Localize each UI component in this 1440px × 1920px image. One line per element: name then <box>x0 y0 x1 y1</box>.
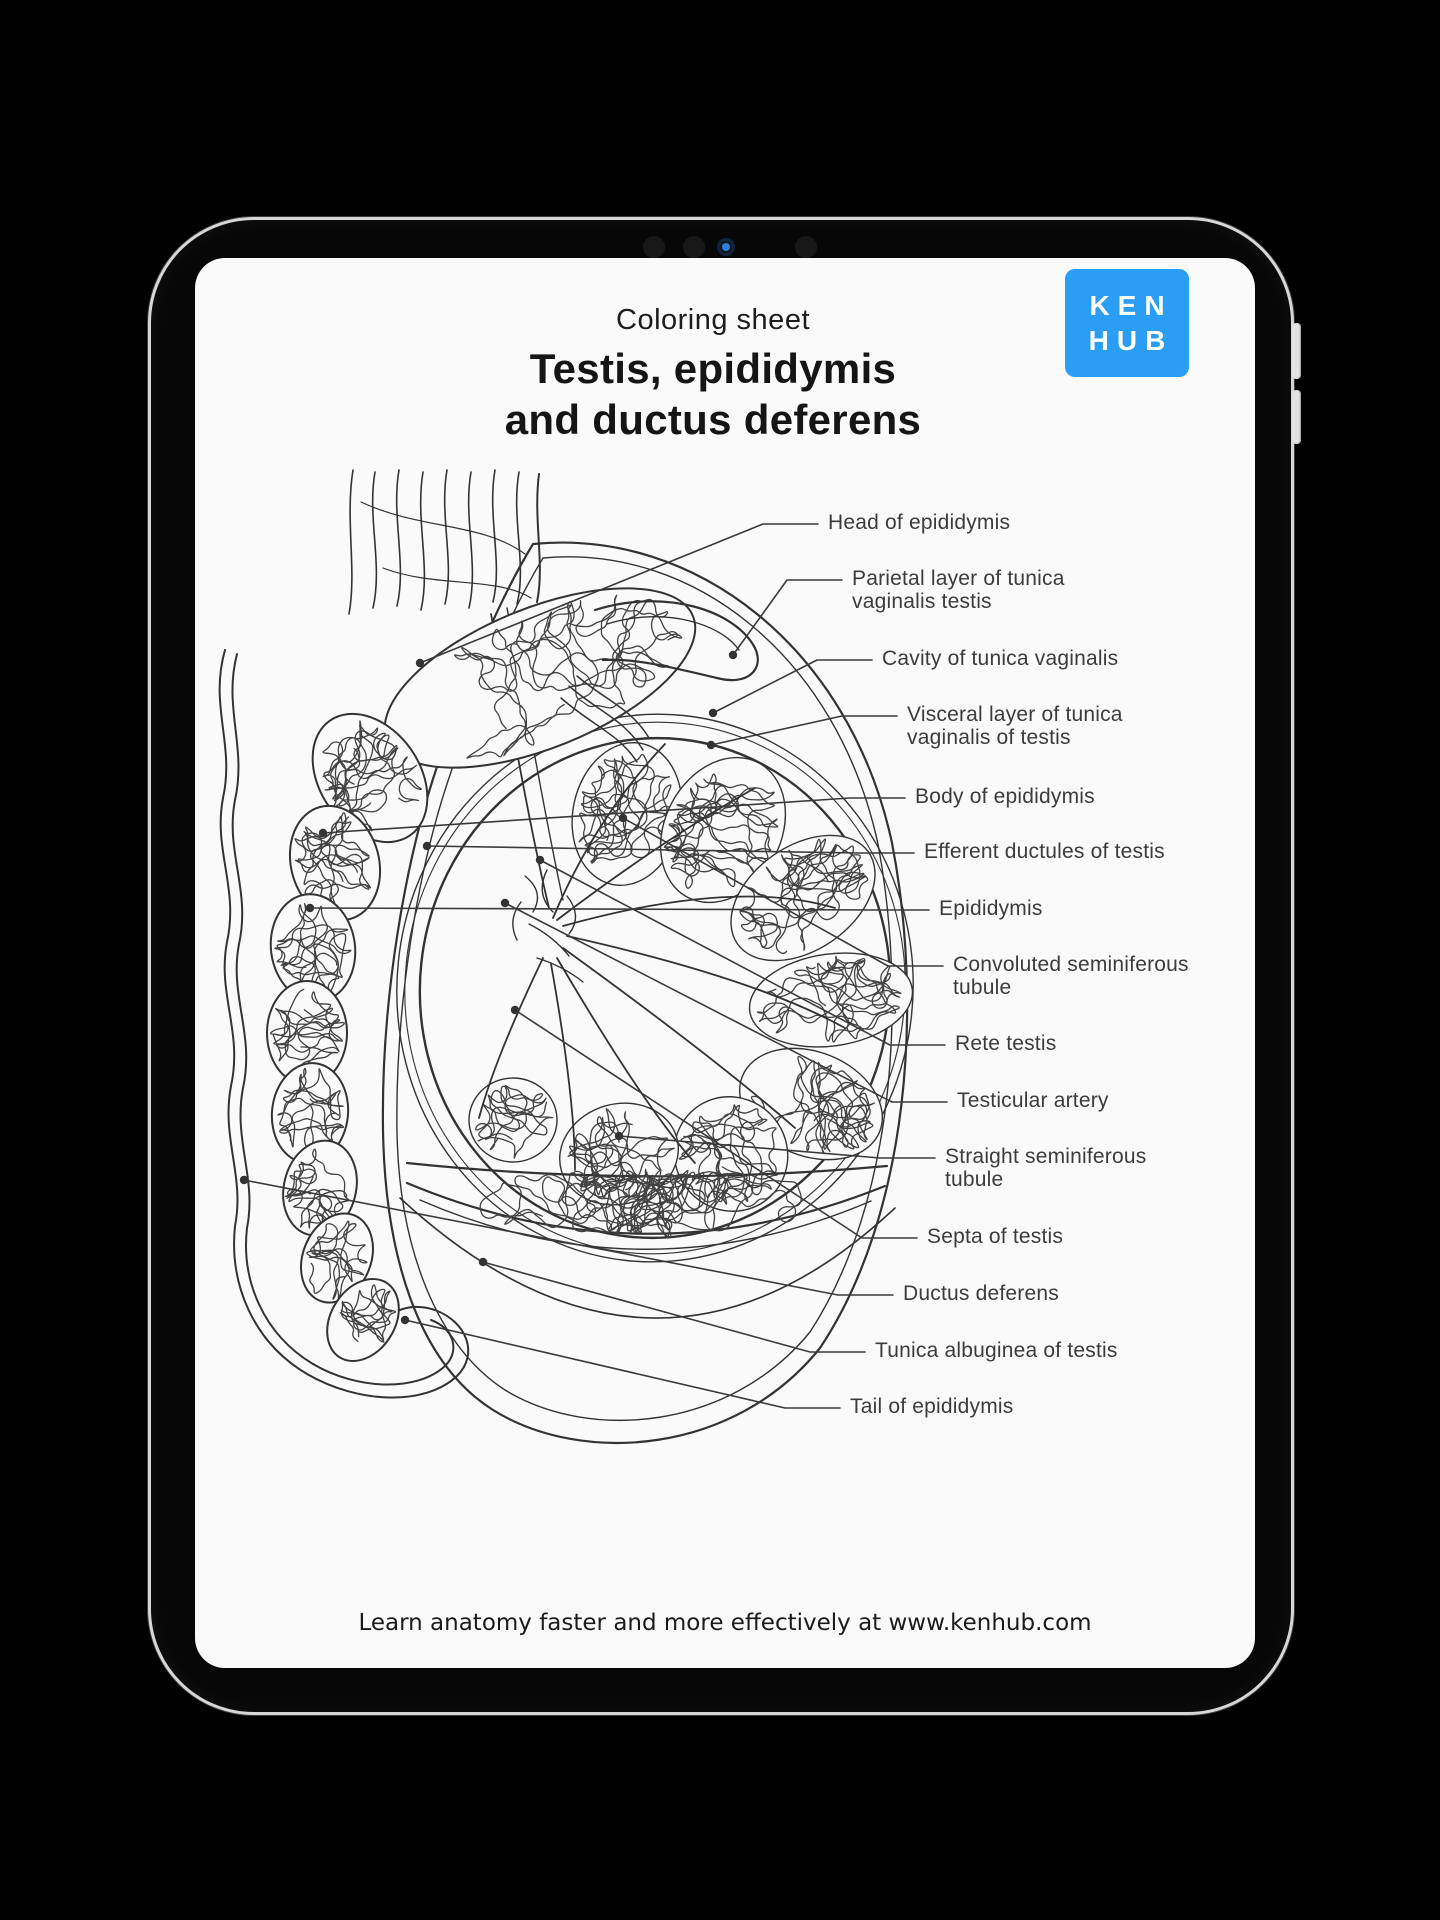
leader-line <box>712 659 873 714</box>
leader-line <box>710 715 898 746</box>
figure-label-head-of-epididymis: Head of epididymis <box>828 511 1011 534</box>
figure-label-septa-of-testis: Septa of testis <box>927 1225 1064 1248</box>
figure-label-straight-tubule: Straight seminiferous tubule <box>945 1145 1147 1191</box>
leader-dots <box>239 650 738 1325</box>
figure-region <box>282 1139 358 1237</box>
figure-label-visceral-layer: Visceral layer of tunica vaginalis of te… <box>907 703 1123 749</box>
figure-label-rete-testis: Rete testis <box>955 1032 1057 1055</box>
leader-line <box>618 1135 936 1159</box>
front-sensor-icon <box>683 236 705 258</box>
leader-line <box>309 907 930 911</box>
figure-label-tunica-albuginea: Tunica albuginea of testis <box>875 1339 1118 1362</box>
figure-label-convoluted-tubule: Convoluted seminiferous tubule <box>953 953 1189 999</box>
figure-region <box>468 1077 558 1163</box>
figure-label-cavity: Cavity of tunica vaginalis <box>882 647 1119 670</box>
title-line-2: and ductus deferens <box>504 396 922 443</box>
figure-label-efferent-ductules: Efferent ductules of testis <box>924 840 1165 863</box>
coloring-sheet-eyebrow: Coloring sheet <box>616 304 810 336</box>
ductus-deferens-drawing <box>218 649 469 1399</box>
figure-label-body-of-epididymis: Body of epididymis <box>915 785 1095 808</box>
logo-text-ken: KEN <box>1089 290 1173 321</box>
cut-surface-band <box>479 1168 802 1239</box>
title-line-1: Testis, epididymis <box>529 345 897 392</box>
tunica-fold-drawing <box>560 600 759 763</box>
figure-region <box>748 952 914 1048</box>
front-sensor-icon <box>643 236 665 258</box>
figure-label-parietal-layer: Parietal layer of tunica vaginalis testi… <box>852 567 1065 613</box>
figure-region <box>288 804 382 922</box>
figure-region <box>730 834 876 962</box>
tablet-screen: KEN HUB Coloring sheet Testis, epididymi… <box>195 258 1255 1668</box>
front-sensor-icon <box>795 236 817 258</box>
figure-label-tail-of-epididymis: Tail of epididymis <box>850 1395 1014 1418</box>
anatomy-illustration <box>218 469 948 1444</box>
leader-line <box>539 859 946 1046</box>
figure-region <box>479 1168 802 1239</box>
leader-line <box>243 1179 894 1296</box>
leader-line <box>322 797 906 834</box>
leader-line <box>514 1009 918 1239</box>
leader-line <box>732 579 843 656</box>
footer-tagline: Learn anatomy faster and more effectivel… <box>358 1610 1092 1636</box>
figure-label-epididymis: Epididymis <box>939 897 1043 920</box>
leader-line <box>482 1261 866 1353</box>
tablet-device: KEN HUB Coloring sheet Testis, epididymi… <box>148 217 1301 1715</box>
epididymis-drawing <box>266 587 697 1362</box>
spermatic-cord-drawing <box>348 469 541 615</box>
leader-line <box>426 845 915 854</box>
figure-label-testicular-artery: Testicular artery <box>957 1089 1109 1112</box>
page-title: Testis, epididymis and ductus deferens <box>195 343 1231 445</box>
leader-line <box>622 817 944 967</box>
sheet-header: Coloring sheet Testis, epididymis and du… <box>195 304 1231 445</box>
figure-region <box>269 893 357 1003</box>
figure-label-ductus-deferens: Ductus deferens <box>903 1282 1059 1305</box>
leader-lines <box>239 523 948 1409</box>
volume-down-button[interactable] <box>1292 390 1301 444</box>
leader-line <box>504 902 948 1103</box>
leader-line <box>419 523 819 664</box>
figure-region <box>300 1212 374 1304</box>
kenhub-logo: KEN HUB <box>1065 269 1189 377</box>
septa-lines <box>478 743 846 1171</box>
leader-line <box>404 1319 841 1409</box>
anatomy-figure: Head of epididymis Parietal layer of tun… <box>195 258 1255 1668</box>
front-camera-icon <box>717 238 735 256</box>
logo-text-hub: HUB <box>1088 325 1174 356</box>
volume-up-button[interactable] <box>1292 323 1301 379</box>
figure-region <box>326 1278 400 1362</box>
